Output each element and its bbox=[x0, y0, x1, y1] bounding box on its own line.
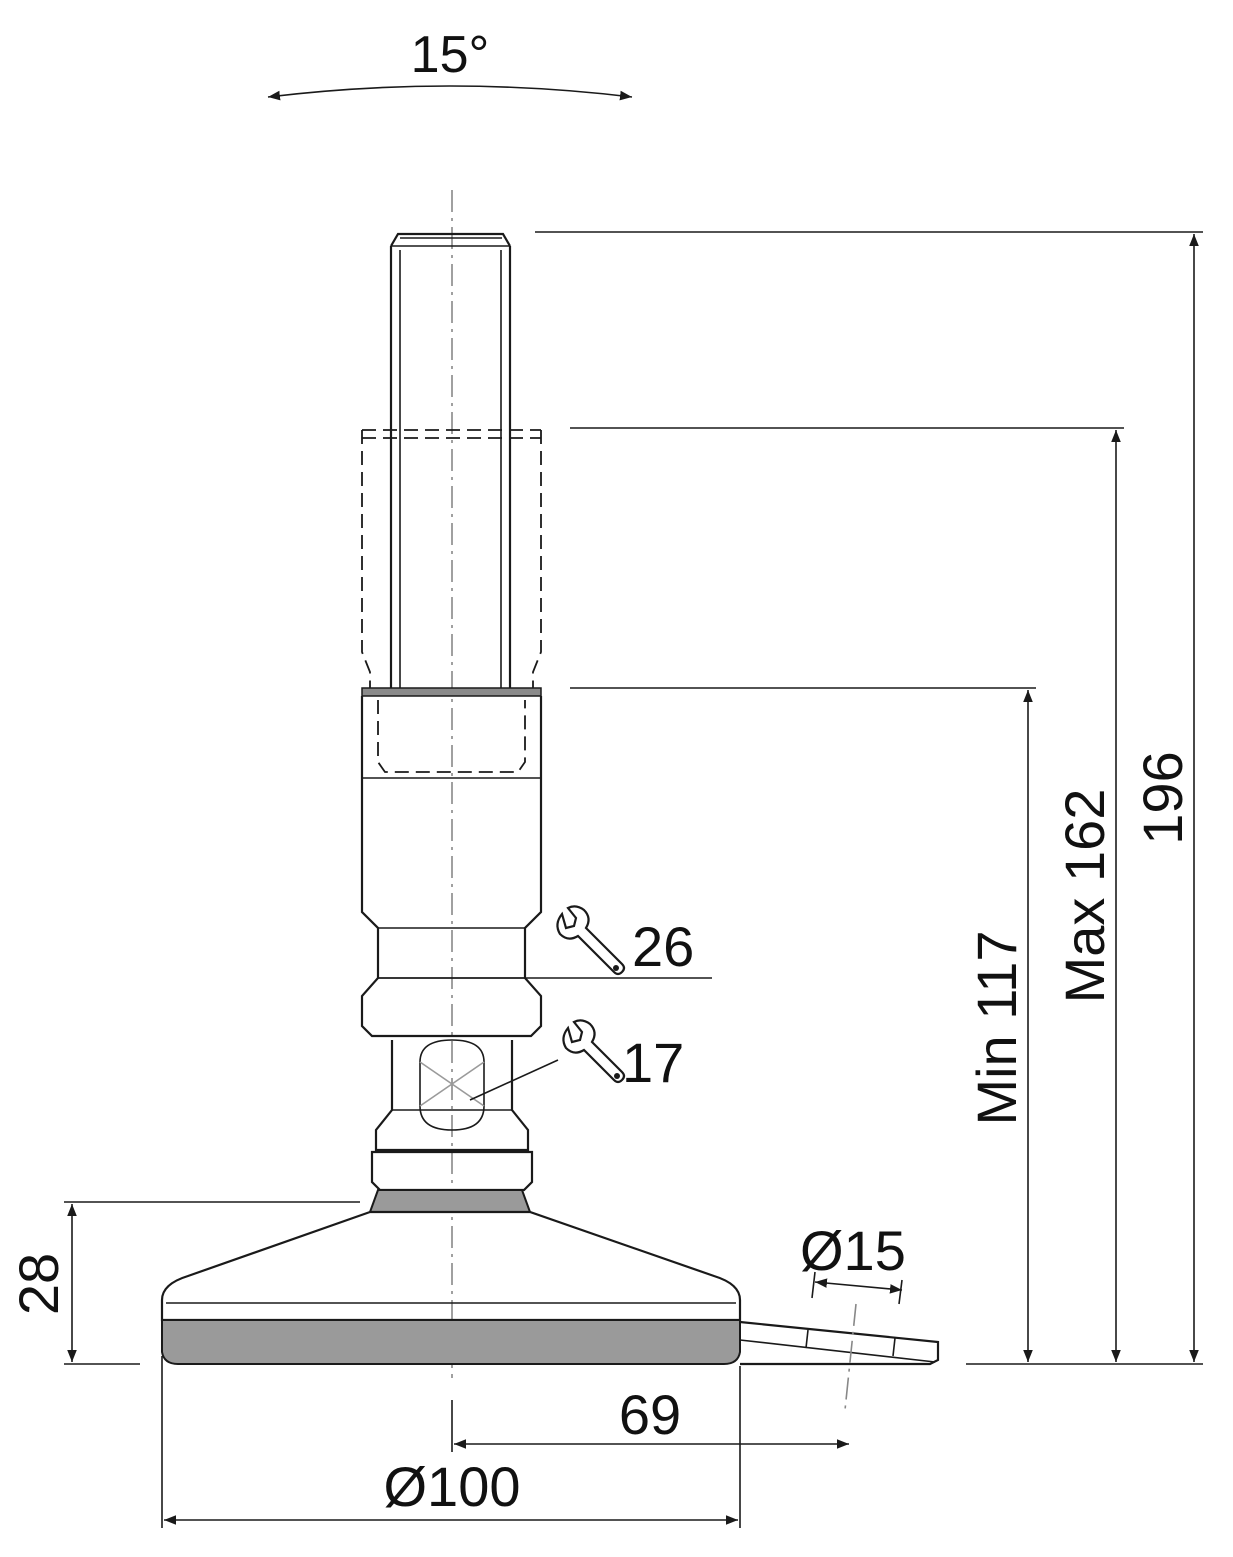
base-plate bbox=[160, 1210, 742, 1365]
threaded-spindle bbox=[389, 232, 512, 692]
base-height-dimension: 28 bbox=[7, 1201, 360, 1365]
hole-diameter-label: Ø15 bbox=[800, 1219, 906, 1282]
hex-nut bbox=[370, 1039, 559, 1192]
rubber-collar bbox=[368, 1189, 532, 1213]
wrench-size-small-label: 17 bbox=[622, 1031, 684, 1094]
hole-offset-dimension: 69 bbox=[451, 1383, 849, 1452]
max-height-label: Max 162 bbox=[1053, 789, 1116, 1004]
wrench-size-26: 26 bbox=[556, 905, 694, 978]
hex-body bbox=[360, 687, 712, 1038]
overall-height-label: 196 bbox=[1131, 751, 1194, 844]
tilt-angle-label: 15° bbox=[411, 26, 490, 84]
tilt-angle-dimension: 15° bbox=[267, 26, 633, 101]
hole-offset-label: 69 bbox=[619, 1383, 681, 1446]
base-diameter-label: Ø100 bbox=[384, 1455, 521, 1518]
wrench-size-large-label: 26 bbox=[632, 915, 694, 978]
wrench-icon bbox=[562, 1019, 626, 1084]
min-height-label: Min 117 bbox=[965, 930, 1028, 1125]
hole-diameter-dimension: Ø15 bbox=[800, 1219, 906, 1305]
extended-position-outline bbox=[361, 429, 542, 773]
base-height-label: 28 bbox=[7, 1253, 70, 1315]
wrench-icon bbox=[556, 905, 626, 976]
overall-height-dimension: 196 bbox=[535, 231, 1203, 1365]
rubber-pad bbox=[161, 1319, 741, 1365]
wrench-size-17: 17 bbox=[562, 1019, 684, 1094]
min-height-dimension: Min 117 bbox=[570, 687, 1036, 1362]
max-height-dimension: Max 162 bbox=[570, 427, 1124, 1362]
base-diameter-dimension: Ø100 bbox=[161, 1356, 741, 1528]
floor-fixing-lug bbox=[739, 1303, 940, 1411]
